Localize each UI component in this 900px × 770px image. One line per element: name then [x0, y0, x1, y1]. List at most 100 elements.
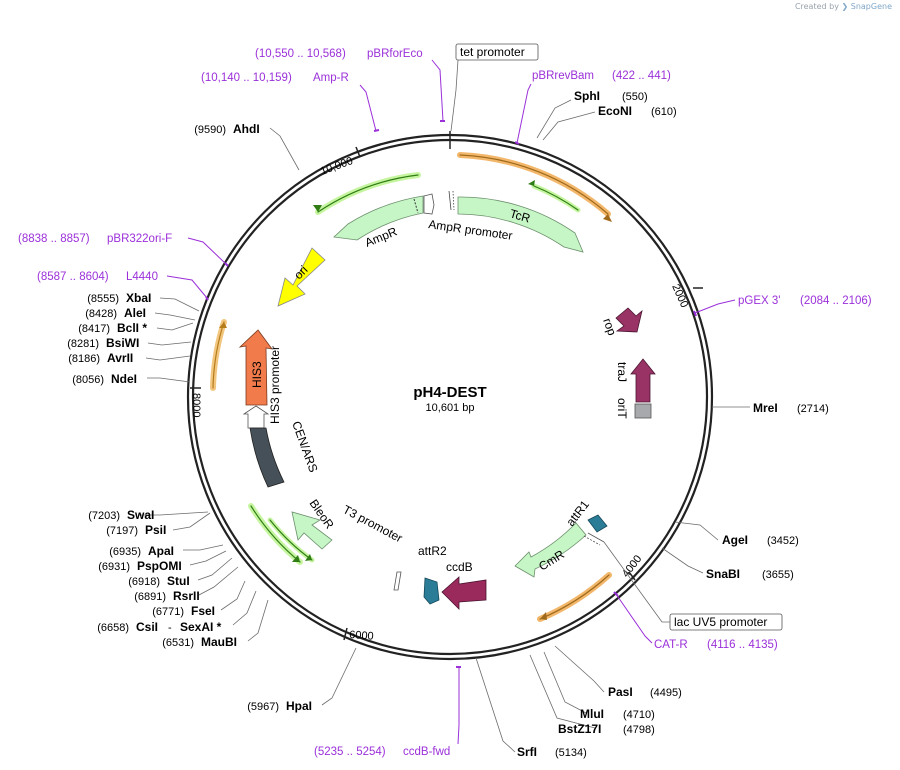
snapgene-credit: Created by ❯ SnapGene [795, 2, 892, 11]
site-snabi[interactable]: SnaBI (3655) [706, 567, 794, 581]
site-bcli[interactable]: (8417) BclI * [78, 321, 147, 335]
site-pos-bsiwi: (8281) [67, 338, 99, 350]
primer-ccdb-fwd[interactable]: (5235 .. 5254) ccdB-fwd [314, 667, 460, 758]
site-bstz17i[interactable]: BstZ17I (4798) [558, 722, 655, 736]
site-csii[interactable]: (6658) CsiI - [97, 620, 172, 634]
feature-attr2[interactable] [423, 577, 440, 605]
site-pos-mrei: (2714) [797, 403, 829, 415]
tick-label-8000: 8000 [190, 393, 202, 417]
site-pos-bstz17i: (4798) [623, 724, 655, 736]
primer-pbr322ori-f[interactable]: (8838 .. 8857) pBR322ori-F [18, 233, 227, 265]
site-avrii[interactable]: (8186) AvrII [68, 351, 133, 365]
site-sphi[interactable]: SphI (550) [574, 89, 648, 103]
site-ahdi[interactable]: (9590) AhdI [194, 122, 259, 136]
site-pos-pspomi: (6931) [98, 561, 130, 573]
site-maubi[interactable]: (6531) MauBI [162, 635, 237, 649]
orf-arrowheads [219, 180, 612, 620]
feature-attr1[interactable] [587, 514, 608, 533]
site-name-ahdi: AhdI [233, 122, 260, 136]
primer-name-pbr322ori-f: pBR322ori-F [107, 233, 172, 245]
site-pos-csii: (6658) [97, 622, 129, 634]
site-pspomi[interactable]: (6931) PspOMI [98, 559, 181, 573]
site-hpai[interactable]: (5967) HpaI [247, 699, 312, 713]
site-pos-fsei: (6771) [152, 606, 184, 618]
primer-cat-r[interactable]: CAT-R (4116 .. 4135) [615, 593, 778, 651]
site-pos-maubi: (6531) [162, 637, 194, 649]
feature-ori[interactable] [277, 247, 326, 307]
primer-name-pbrforeco: pBRforEco [367, 48, 423, 60]
feature-his3[interactable] [238, 329, 273, 406]
feature-traj[interactable] [630, 358, 656, 403]
site-mlui[interactable]: MluI (4710) [580, 707, 655, 721]
primer-range-cat-r: (4116 .. 4135) [707, 639, 778, 651]
site-xbai[interactable]: (8555) XbaI [87, 291, 151, 305]
site-sexai[interactable]: SexAI * [180, 620, 222, 634]
site-pos-bcli: (8417) [78, 323, 110, 335]
site-bsiwi[interactable]: (8281) BsiWI [67, 336, 139, 350]
site-pos-xbai: (8555) [87, 293, 119, 305]
primer-pgex3[interactable]: pGEX 3' (2084 .. 2106) [694, 295, 872, 314]
site-pos-hpai: (5967) [247, 701, 279, 713]
site-pos-ndei: (8056) [72, 374, 104, 386]
site-swai[interactable]: (7203) SwaI [88, 508, 154, 522]
site-name-pasi: PasI [608, 685, 633, 699]
snapgene-logo-icon: ❯ [841, 2, 849, 11]
site-econi[interactable]: EcoNI (610) [598, 104, 677, 118]
site-separator: - [168, 622, 172, 634]
primer-pbrforeco[interactable]: (10,550 .. 10,568) pBRforEco [255, 48, 444, 122]
feature-label-traj: traJ [615, 362, 629, 382]
site-name-stui: StuI [167, 574, 190, 588]
site-agei[interactable]: AgeI (3452) [722, 533, 799, 547]
site-name-bsiwi: BsiWI [106, 336, 139, 350]
site-fsei[interactable]: (6771) FseI [152, 604, 215, 618]
primer-pbrrevbam[interactable]: pBRrevBam (422 .. 441) [516, 70, 671, 144]
t3-promoter-arrow [393, 571, 402, 591]
site-mrei[interactable]: MreI (2714) [753, 401, 829, 415]
lac-uv5-promoter-text: lac UV5 promoter [674, 615, 767, 629]
primer-name-l4440: L4440 [126, 271, 158, 283]
primer-name-cat-r: CAT-R [654, 639, 688, 651]
primer-l4440[interactable]: (8587 .. 8604) L4440 [37, 271, 208, 299]
site-stui[interactable]: (6918) StuI [128, 574, 189, 588]
lac-uv5-promoter-label[interactable]: lac UV5 promoter [669, 613, 783, 631]
site-apai[interactable]: (6935) ApaI [109, 544, 174, 558]
primer-range-ccdb-fwd: (5235 .. 5254) [314, 746, 386, 758]
site-pos-alei: (8428) [85, 308, 117, 320]
feature-tcr[interactable] [457, 196, 584, 253]
site-pasi[interactable]: PasI (4495) [608, 685, 682, 699]
site-name-snabi: SnaBI [706, 567, 740, 581]
his3-promoter-arrow [242, 405, 270, 429]
tet-promoter-label[interactable]: tet promoter [455, 43, 539, 61]
feature-orit[interactable] [634, 403, 652, 419]
site-srfi[interactable]: SrfI (5134) [517, 745, 587, 759]
feature-ccdb[interactable] [441, 576, 487, 610]
feature-cmr[interactable] [514, 522, 587, 578]
site-rsrii[interactable]: (6891) RsrII [134, 589, 199, 603]
site-pos-psii: (7197) [106, 525, 138, 537]
site-pos-pasi: (4495) [650, 687, 682, 699]
site-alei[interactable]: (8428) AleI [85, 306, 146, 320]
site-name-xbai: XbaI [126, 291, 151, 305]
feature-rop[interactable] [615, 307, 643, 333]
site-ndei[interactable]: (8056) NdeI [72, 372, 137, 386]
site-pos-avrii: (8186) [68, 353, 100, 365]
site-name-fsei: FseI [191, 604, 215, 618]
feature-label-attr1: attR1 [563, 497, 592, 528]
feature-label-attr2: attR2 [418, 544, 447, 558]
site-name-ndei: NdeI [111, 372, 137, 386]
site-name-alei: AleI [124, 306, 146, 320]
feature-label-his3: HIS3 [250, 361, 264, 388]
feature-label-ccdb: ccdB [446, 560, 473, 574]
primer-name-pbrrevbam: pBRrevBam [532, 70, 594, 82]
site-psii[interactable]: (7197) PsiI [106, 523, 166, 537]
plasmid-name: pH4-DEST [413, 384, 486, 401]
feature-cen-ars[interactable] [249, 427, 285, 488]
feature-ampr[interactable] [333, 193, 435, 241]
site-name-psii: PsiI [145, 523, 166, 537]
plasmid-size: 10,601 bp [426, 402, 475, 414]
site-pos-mlui: (4710) [623, 709, 655, 721]
feature-label-cen-ars: CEN/ARS [289, 419, 320, 474]
primer-range-pbr322ori-f: (8838 .. 8857) [18, 233, 90, 245]
feature-bleor[interactable] [291, 511, 333, 550]
primer-amp-r[interactable]: (10,140 .. 10,159) Amp-R [201, 72, 377, 132]
